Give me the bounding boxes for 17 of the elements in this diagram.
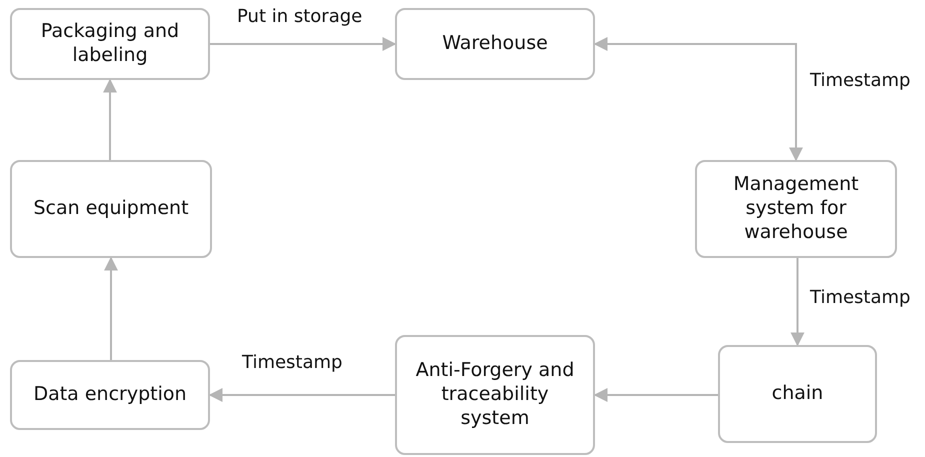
process-box: Management system for warehouse [695, 160, 897, 258]
arrow [790, 258, 804, 346]
edge-label: Timestamp [240, 352, 344, 373]
process-box: Warehouse [395, 8, 595, 80]
arrow [104, 256, 118, 360]
edge-label: Timestamp [808, 287, 912, 308]
arrow [594, 37, 803, 162]
edge-label: Timestamp [808, 70, 912, 91]
process-box: Scan equipment [10, 160, 212, 258]
process-box: Anti-Forgery and traceability system [395, 335, 595, 455]
process-box: chain [718, 345, 877, 443]
process-box: Data encryption [10, 360, 210, 430]
arrow [208, 388, 395, 402]
process-box: Packaging and labeling [10, 8, 210, 80]
arrow [103, 78, 117, 160]
arrow [210, 37, 396, 51]
arrow [594, 388, 718, 402]
